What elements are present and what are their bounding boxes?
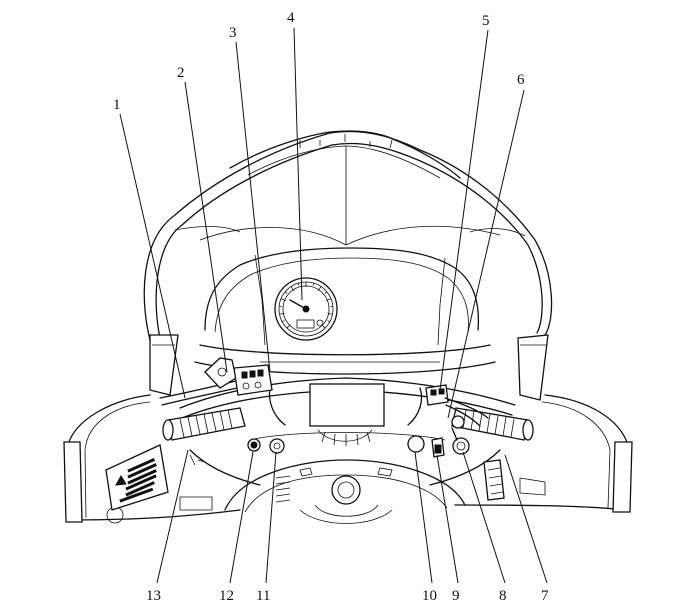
gauge-tick xyxy=(324,291,328,294)
dash-housing xyxy=(194,247,496,375)
warning-label-icon xyxy=(105,444,169,511)
left-control-buttons xyxy=(189,438,285,466)
right-control-buttons xyxy=(407,435,445,458)
callout-12: 12 xyxy=(219,588,234,604)
callout-6: 6 xyxy=(517,72,525,88)
lower-cowl xyxy=(63,394,633,524)
gauge-tick xyxy=(284,291,288,294)
gauge-tick xyxy=(297,283,300,286)
ignition-key-icon xyxy=(451,415,470,455)
gauge-tick xyxy=(326,298,332,301)
callout-2: 2 xyxy=(177,65,185,81)
left-grip xyxy=(162,407,246,441)
gauge-tick xyxy=(327,312,333,315)
gauge-tick xyxy=(327,320,331,323)
callout-11: 11 xyxy=(256,588,270,604)
callout-7: 7 xyxy=(541,588,549,604)
callout-5: 5 xyxy=(482,13,490,29)
gauge-tick xyxy=(312,283,315,286)
speedometer-icon xyxy=(274,277,338,341)
callout-13: 13 xyxy=(146,588,161,604)
left-switch-block xyxy=(233,364,273,396)
callout-1: 1 xyxy=(113,97,121,113)
callout-labels: 1 2 3 4 5 6 7 8 9 10 11 12 13 xyxy=(113,10,549,604)
gauge-tick xyxy=(290,286,295,291)
leader-lines xyxy=(119,27,548,584)
callout-9: 9 xyxy=(452,588,460,604)
gauge-tick xyxy=(279,312,285,315)
center-display xyxy=(309,383,385,446)
gauge-tick xyxy=(280,298,286,301)
callout-10: 10 xyxy=(422,588,437,604)
gauge-tick xyxy=(286,324,291,329)
right-switch-block xyxy=(425,384,489,427)
gauge-tick xyxy=(281,320,285,323)
callout-8: 8 xyxy=(499,588,507,604)
callout-4: 4 xyxy=(287,10,295,26)
callout-3: 3 xyxy=(229,25,237,41)
windshield xyxy=(143,130,553,401)
gauge-tick xyxy=(317,286,322,291)
